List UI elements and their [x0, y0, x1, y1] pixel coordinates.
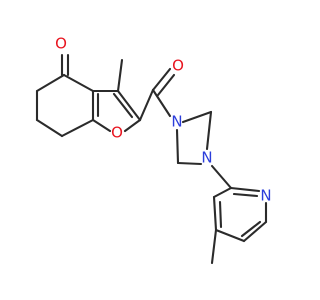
bond-pyr-c6-c5: [242, 220, 268, 243]
bond-ring-c6-c7: [35, 118, 64, 138]
bond-pip-n4-pyridine: [210, 164, 233, 190]
bond-pip-c2-c3: [205, 110, 213, 151]
bond-furan-c7a-o: [91, 118, 112, 133]
bond-ring-c7-c7a: [60, 118, 95, 138]
bond-carbonyl-c-n: [151, 88, 172, 118]
atom-label-o-carbonyl: O: [172, 57, 184, 75]
bond-pyr-c6-c5-double: [240, 220, 262, 238]
bond-pyr-c4-c3-double: [218, 200, 223, 229]
bond-pip-c6-c5: [176, 161, 203, 166]
atom-label-n-piperazine-4: N: [201, 149, 212, 167]
bond-furan-c2-c3-outer: [116, 89, 142, 122]
atom-label-o-furan: O: [111, 124, 123, 142]
bond-pip-n1-c2: [181, 110, 213, 124]
bond-furan-c2-c3-inner: [112, 92, 134, 119]
bond-pyr-c3-c2: [212, 186, 233, 199]
bond-methyl-furan: [116, 58, 124, 93]
atom-label-n-pyridine: N: [260, 187, 271, 205]
bond-pyr-c5-c4: [214, 228, 246, 243]
bond-ring-c4-c3a: [62, 73, 95, 93]
bond-furan-o-c2: [123, 118, 142, 133]
bond-pip-n1-c6: [175, 128, 180, 165]
molecule-structure-diagram: O O O N N N: [35, 35, 272, 265]
bond-carbonyl-double-2: [156, 73, 176, 97]
bond-ring-c4-c5: [35, 73, 66, 93]
atom-label-layer: O O O N N N: [55, 35, 272, 205]
bond-pyr-c4-c3: [212, 195, 218, 232]
atom-label-o-ketone: O: [55, 35, 67, 53]
atom-label-n-piperazine-1: N: [171, 113, 182, 131]
bond-c2-carbonyl-carbon: [138, 88, 155, 122]
bond-methyl-pyridine: [210, 228, 218, 265]
bond-pyr-c2-n-double: [232, 192, 259, 198]
bond-pyr-c2-n: [229, 186, 261, 193]
bond-carbonyl-double-1: [151, 67, 172, 92]
bond-layer: [35, 53, 268, 265]
